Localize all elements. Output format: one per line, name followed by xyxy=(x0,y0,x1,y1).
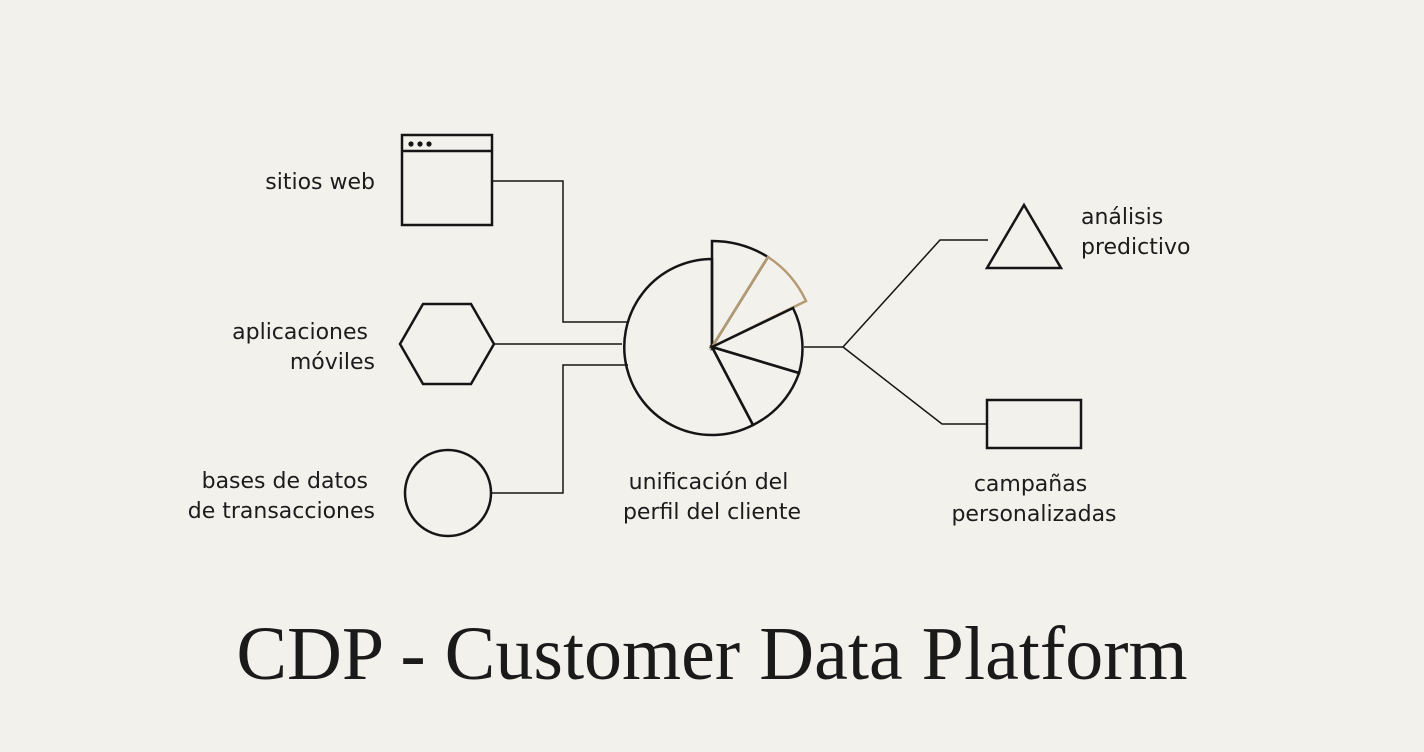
triangle-icon xyxy=(984,202,1064,270)
connector-predictive xyxy=(842,239,988,348)
pie-slice-right xyxy=(708,306,804,375)
label-hub: unificación del perfil del cliente xyxy=(623,470,801,525)
circle-icon xyxy=(403,448,493,538)
label-mobile: aplicaciones móviles xyxy=(232,320,375,375)
pie-slice-accent xyxy=(708,255,808,351)
source-connectors xyxy=(492,180,628,494)
connector-campaigns xyxy=(842,346,987,425)
pie-slice-main xyxy=(623,257,755,437)
label-predictive: análisis predictivo xyxy=(1081,205,1190,260)
label-web: sitios web xyxy=(265,170,375,195)
connector-transactions xyxy=(492,364,628,494)
diagram-title: CDP - Customer Data Platform xyxy=(236,612,1187,696)
browser-window-icon xyxy=(400,133,494,227)
rectangle-icon xyxy=(985,398,1083,450)
pie-slice-lower xyxy=(709,344,801,427)
output-connectors xyxy=(804,239,988,425)
hexagon-icon xyxy=(398,302,496,386)
pie-slice-top xyxy=(710,239,770,352)
pie-chart-icon xyxy=(623,239,808,437)
label-campaigns: campañas personalizadas xyxy=(951,472,1116,527)
label-transactions: bases de datos de transacciones xyxy=(188,469,375,524)
connector-web xyxy=(493,180,628,323)
